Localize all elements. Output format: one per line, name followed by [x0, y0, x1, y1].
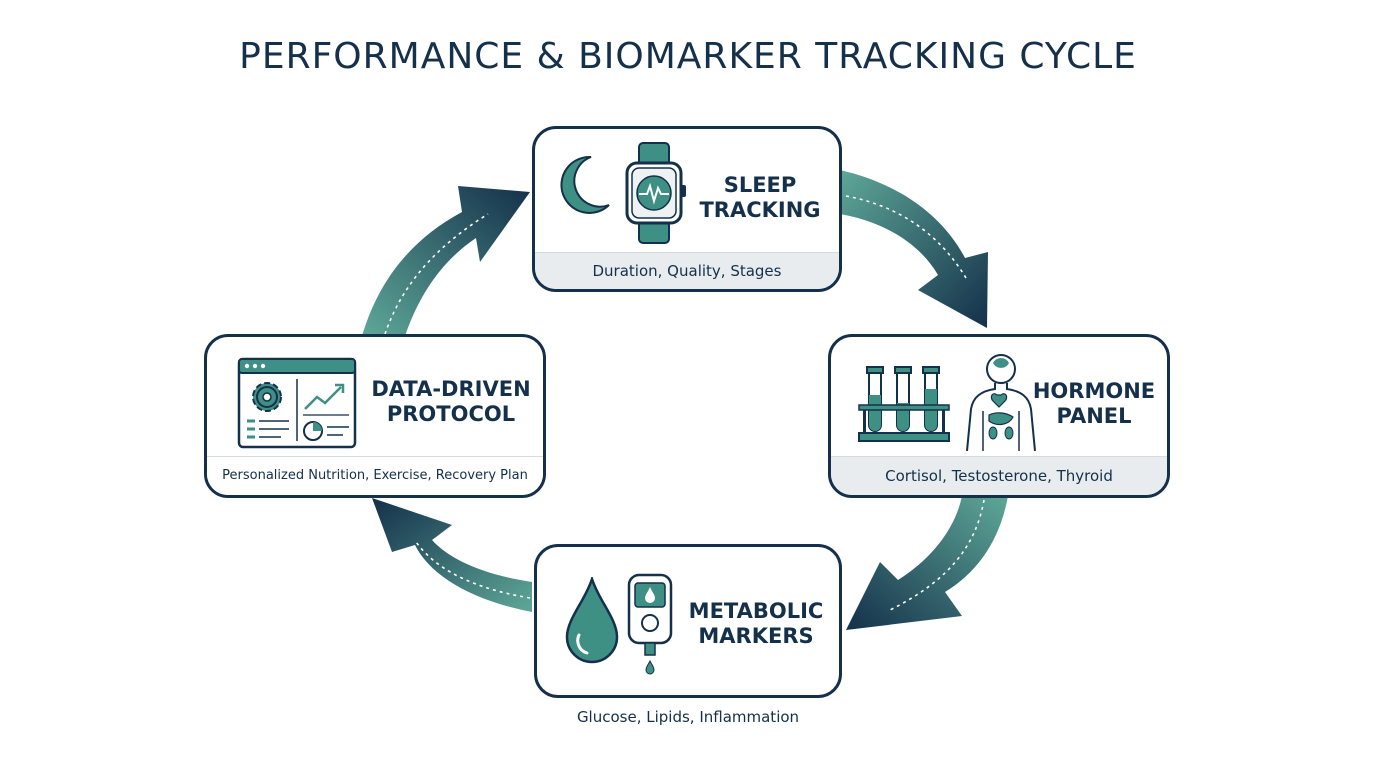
arrow-hormone-to-metabolic — [846, 496, 1008, 630]
arrow-metabolic-to-protocol — [372, 498, 532, 612]
step-label-line1: HORMONE — [1032, 379, 1156, 403]
step-label-line1: SLEEP — [723, 173, 797, 197]
step-label-line2: PROTOCOL — [386, 402, 516, 426]
step-description: Cortisol, Testosterone, Thyroid — [831, 456, 1167, 495]
step-label: DATA-DRIVEN PROTOCOL — [367, 377, 535, 427]
human-body-icon — [963, 351, 1039, 455]
glucose-meter-icon — [623, 571, 679, 683]
step-description: Personalized Nutrition, Exercise, Recove… — [207, 456, 543, 495]
step-description: Duration, Quality, Stages — [535, 252, 839, 289]
step-label: HORMONE PANEL — [1027, 379, 1161, 429]
dashboard-gear-chart-icon — [237, 357, 359, 455]
blood-drop-icon — [563, 574, 621, 671]
arrow-protocol-to-sleep — [362, 186, 530, 336]
step-label-line2: TRACKING — [699, 198, 821, 222]
test-tubes-icon — [857, 363, 953, 451]
step-card-data-driven-protocol: DATA-DRIVEN PROTOCOL Personalized Nutrit… — [204, 334, 546, 498]
step-card-sleep-tracking: SLEEP TRACKING Duration, Quality, Stages — [532, 126, 842, 292]
step-label: METABOLIC MARKERS — [677, 599, 835, 649]
step-label-line1: DATA-DRIVEN — [371, 377, 531, 401]
step-label-line2: MARKERS — [698, 624, 814, 648]
smartwatch-icon — [623, 141, 689, 249]
step-label-line2: PANEL — [1056, 404, 1132, 428]
crescent-moon-icon — [557, 153, 611, 221]
diagram-title: PERFORMANCE & BIOMARKER TRACKING CYCLE — [239, 36, 1137, 77]
step-description-metabolic: Glucose, Lipids, Inflammation — [576, 708, 800, 726]
step-card-hormone-panel: HORMONE PANEL Cortisol, Testosterone, Th… — [828, 334, 1170, 498]
arrow-sleep-to-hormone — [840, 170, 988, 328]
step-card-metabolic-markers: METABOLIC MARKERS — [534, 544, 842, 698]
step-label-line1: METABOLIC — [688, 599, 824, 623]
step-label: SLEEP TRACKING — [695, 173, 825, 223]
